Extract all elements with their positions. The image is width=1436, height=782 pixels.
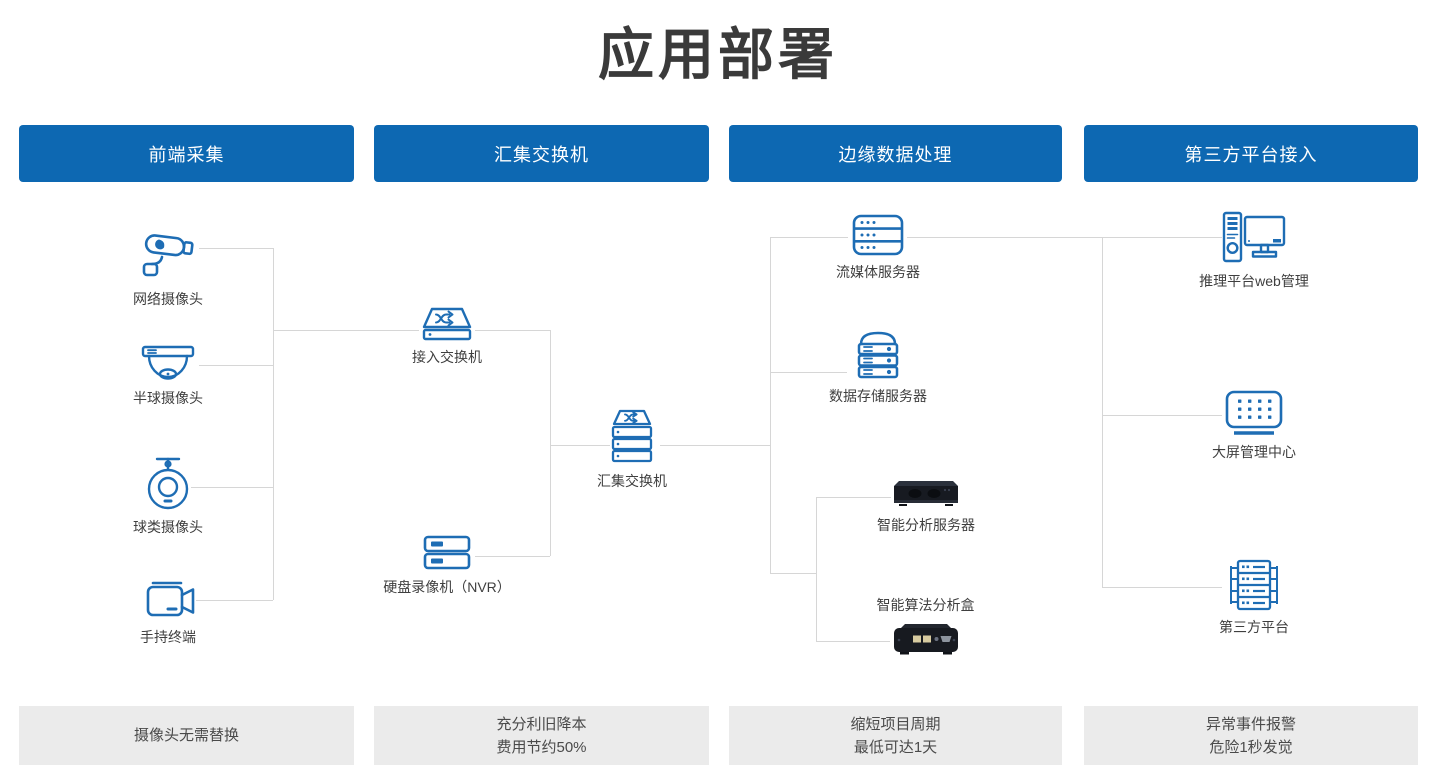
connector-line — [191, 487, 273, 488]
connector-line — [273, 248, 274, 600]
node-handheld-terminal: 手持终端 — [118, 580, 218, 647]
node-label: 网络摄像头 — [133, 291, 203, 307]
node-network-camera: 网络摄像头 — [118, 226, 218, 309]
node-label: 数据存储服务器 — [829, 388, 927, 404]
connector-line — [770, 372, 847, 373]
header-label: 第三方平台接入 — [1184, 144, 1318, 165]
nvr-recorder-icon — [423, 535, 471, 570]
node-streaming-server: 流媒体服务器 — [818, 213, 938, 282]
dome-camera-icon — [141, 345, 195, 380]
node-label: 大屏管理中心 — [1212, 444, 1296, 460]
desktop-computer-icon — [1222, 211, 1286, 263]
connector-line — [816, 497, 891, 498]
node-dome-camera: 半球摄像头 — [118, 345, 218, 408]
node-nvr: 硬盘录像机（NVR） — [367, 534, 527, 597]
connector-line — [816, 497, 817, 641]
header-third-party-access: 第三方平台接入 — [1084, 125, 1418, 182]
connector-line — [199, 365, 273, 366]
connector-line — [550, 330, 551, 556]
handheld-camcorder-icon — [146, 581, 195, 617]
rack-server-photo-icon — [894, 481, 958, 506]
footer-text: 充分利旧降本 — [496, 715, 587, 733]
connector-line — [770, 237, 771, 573]
platform-rack-icon — [1230, 559, 1278, 611]
footer-text: 异常事件报警 — [1205, 715, 1296, 733]
header-front-collection: 前端采集 — [19, 125, 354, 182]
node-label: 推理平台web管理 — [1199, 273, 1309, 289]
node-label: 硬盘录像机（NVR） — [383, 579, 511, 595]
ptz-ball-camera-icon — [147, 457, 189, 510]
page-title: 应用部署 — [598, 23, 838, 86]
node-aggregation-switch: 汇集交换机 — [572, 408, 692, 491]
footer-text: 摄像头无需替换 — [133, 727, 239, 744]
footer-shorter-cycle: 缩短项目周期 最低可达1天 — [729, 706, 1062, 765]
header-label: 边缘数据处理 — [838, 144, 953, 165]
connector-line — [475, 556, 550, 557]
connector-line — [550, 445, 610, 446]
node-third-party: 第三方平台 — [1194, 558, 1314, 637]
node-algorithm-box: 智能算法分析盒 — [853, 595, 998, 657]
connector-line — [816, 641, 890, 642]
connector-line — [907, 237, 1222, 238]
connector-line — [199, 248, 273, 249]
node-inference-platform: 推理平台web管理 — [1184, 210, 1324, 291]
media-server-icon — [852, 214, 904, 256]
connector-line — [770, 573, 816, 574]
node-label: 接入交换机 — [412, 349, 482, 365]
connector-line — [1102, 587, 1222, 588]
header-aggregation-switch: 汇集交换机 — [374, 125, 709, 182]
node-label: 手持终端 — [140, 629, 196, 645]
header-edge-processing: 边缘数据处理 — [729, 125, 1062, 182]
connector-line — [660, 445, 770, 446]
connector-line — [770, 237, 848, 238]
node-label: 球类摄像头 — [133, 519, 203, 535]
footer-cost-saving: 充分利旧降本 费用节约50% — [374, 706, 709, 765]
node-label: 智能分析服务器 — [877, 517, 975, 533]
node-storage-server: 数据存储服务器 — [818, 329, 938, 406]
connector-line — [1102, 237, 1103, 587]
edge-ai-box-photo-icon — [893, 624, 958, 655]
header-label: 汇集交换机 — [494, 144, 589, 165]
footer-event-alarm: 异常事件报警 危险1秒发觉 — [1084, 706, 1418, 765]
footer-text: 缩短项目周期 — [850, 715, 941, 733]
stacked-switch-icon — [611, 409, 653, 463]
storage-server-icon — [857, 331, 899, 379]
footer-no-camera-replacement: 摄像头无需替换 — [19, 706, 354, 765]
node-label: 半球摄像头 — [133, 390, 203, 406]
connector-line — [475, 330, 550, 331]
node-label: 第三方平台 — [1219, 619, 1289, 635]
video-wall-icon — [1225, 390, 1283, 435]
node-big-screen: 大屏管理中心 — [1194, 389, 1314, 462]
header-label: 前端采集 — [148, 144, 225, 165]
footer-text: 费用节约50% — [496, 738, 587, 756]
node-label: 流媒体服务器 — [836, 264, 920, 280]
node-label: 汇集交换机 — [597, 473, 667, 489]
network-switch-icon — [422, 307, 472, 341]
node-label: 智能算法分析盒 — [876, 597, 975, 613]
bullet-camera-icon — [142, 234, 194, 277]
node-access-switch: 接入交换机 — [387, 306, 507, 367]
node-analysis-server: 智能分析服务器 — [856, 476, 996, 535]
connector-line — [273, 330, 419, 331]
footer-text: 最低可达1天 — [853, 738, 938, 756]
node-ball-camera: 球类摄像头 — [118, 456, 218, 537]
footer-text: 危险1秒发觉 — [1209, 738, 1293, 756]
connector-line — [196, 600, 273, 601]
connector-line — [1102, 415, 1222, 416]
